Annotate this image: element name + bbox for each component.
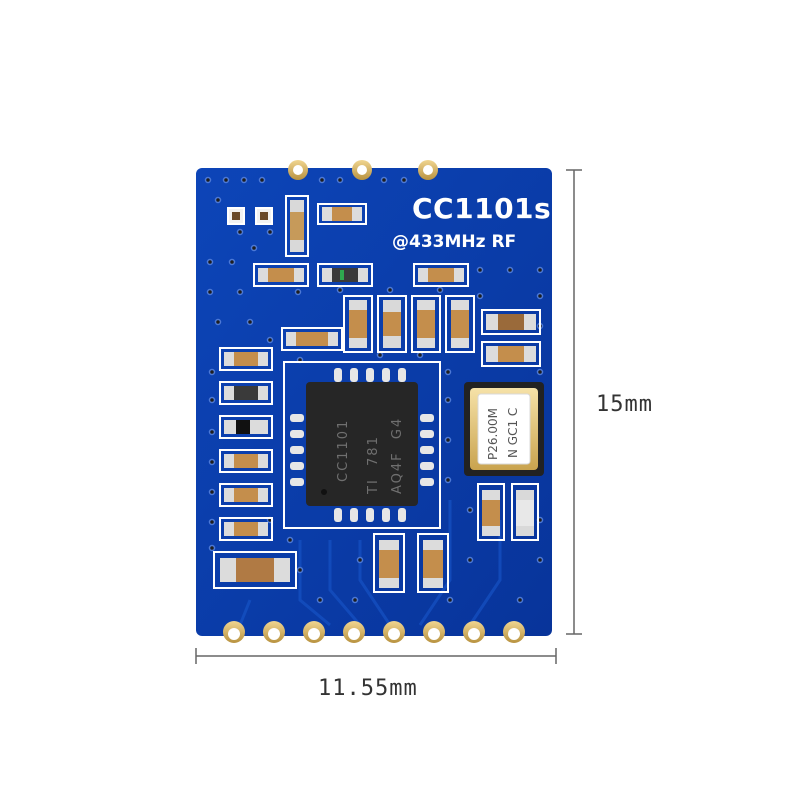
bottom-pads	[223, 621, 525, 643]
crystal-marking-line-2: N GC1 C	[506, 407, 520, 458]
chip-marking-line-3: AQ4F G4	[390, 416, 405, 494]
top-pads	[288, 160, 438, 180]
cc1101-chip	[306, 382, 418, 506]
vias	[204, 176, 544, 604]
dimension-lines	[195, 169, 582, 664]
smd-components	[213, 195, 541, 593]
ic-package	[283, 361, 441, 529]
chip-markings: CC1101 TI 781 AQ4F G4	[306, 382, 418, 506]
crystal-oscillator	[464, 382, 544, 476]
pcb-traces	[238, 500, 502, 627]
module-title: CC1101s	[412, 192, 552, 225]
crystal-marking-line-1: P26.00M	[486, 408, 500, 460]
chip-marking-line-1: CC1101	[336, 418, 351, 482]
module-subtitle: @433MHz RF	[392, 232, 517, 252]
crystal-markings: P26.00M N GC1 C	[478, 394, 530, 464]
width-dimension-label: 11.55mm	[318, 676, 418, 701]
height-dimension-label: 15mm	[596, 392, 653, 417]
chip-marking-line-2: TI 781	[366, 435, 381, 494]
